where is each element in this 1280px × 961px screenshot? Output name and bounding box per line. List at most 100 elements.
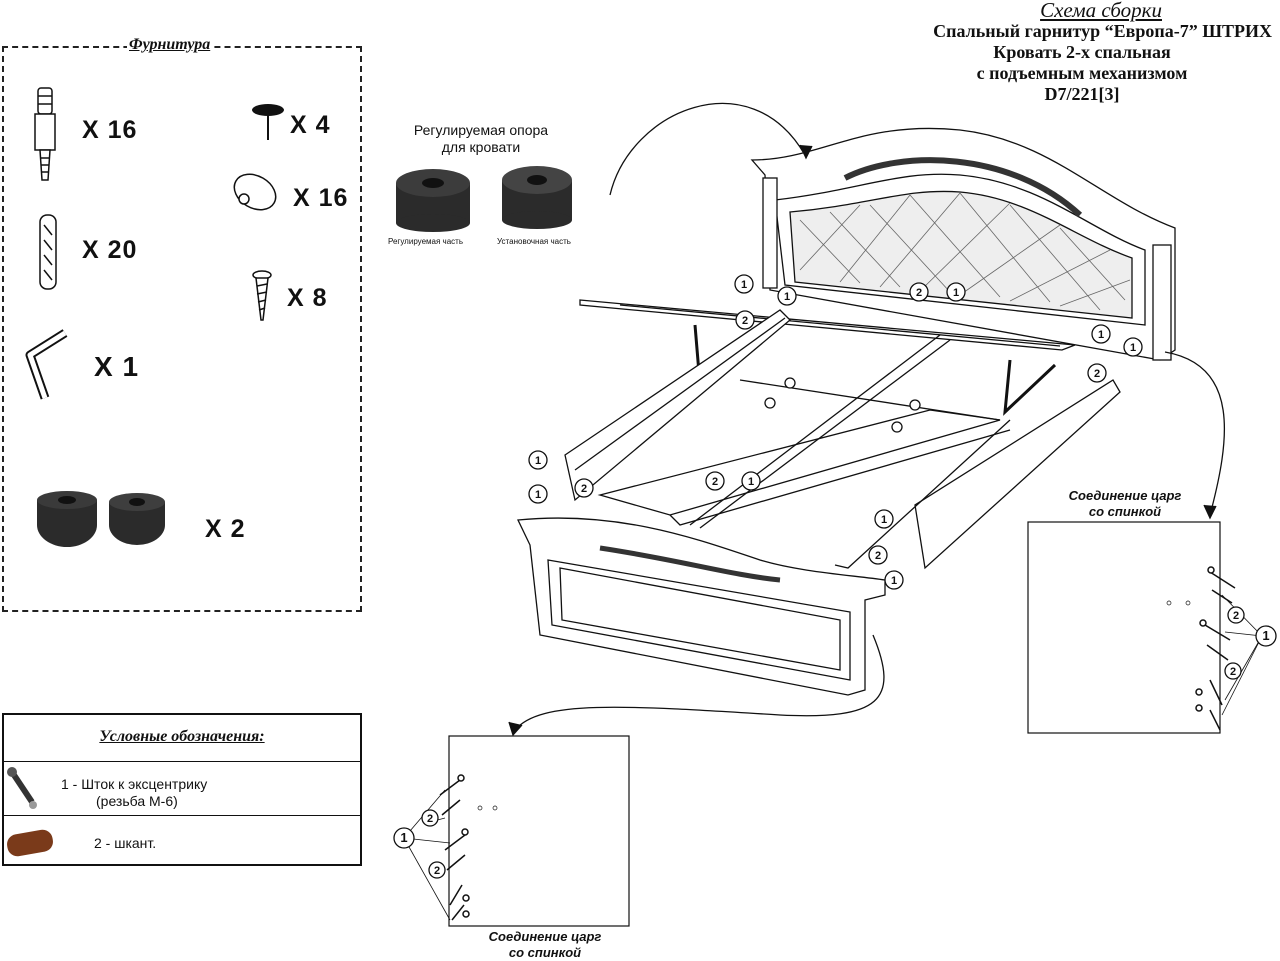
svg-text:2: 2 bbox=[1094, 368, 1100, 380]
right-detail-box bbox=[1027, 521, 1221, 734]
arrow-to-left-detail bbox=[508, 634, 885, 737]
support-heading: Регулируемая опора для кровати bbox=[395, 122, 567, 156]
svg-text:1: 1 bbox=[535, 455, 541, 467]
legend-heading: Условные обозначения: bbox=[4, 715, 360, 762]
callout-marker-1: 1 bbox=[777, 286, 797, 306]
callout-marker-1: 1 bbox=[734, 274, 754, 294]
qty-hex-key: X 1 bbox=[94, 351, 140, 382]
diagram-title: Схема сборки bbox=[1040, 0, 1162, 22]
svg-text:2: 2 bbox=[427, 813, 433, 825]
callout-marker-1: 1 bbox=[1091, 324, 1111, 344]
product-code: D7/221[3] bbox=[1044, 84, 1120, 104]
qty-adjustable-foot: X 2 bbox=[205, 515, 246, 543]
callout-marker-1: 1 bbox=[741, 471, 761, 491]
svg-text:1: 1 bbox=[881, 514, 887, 526]
hex-key-icon-inner bbox=[27, 330, 67, 399]
side-rail-left bbox=[564, 309, 791, 502]
svg-text:1: 1 bbox=[891, 575, 897, 587]
legend-divider bbox=[4, 815, 360, 816]
bed-assembly-drawing bbox=[517, 127, 1176, 696]
callout-marker-1: 1 bbox=[1255, 625, 1277, 647]
callout-marker-2: 2 bbox=[428, 861, 446, 879]
support-adjustable-part-image bbox=[396, 169, 470, 232]
svg-text:1: 1 bbox=[953, 287, 959, 299]
left-detail-box bbox=[448, 735, 630, 927]
arrow-to-headboard bbox=[609, 102, 813, 196]
qty-dowel: X 20 bbox=[82, 236, 138, 264]
left-detail-caption-line2: со спинкой bbox=[508, 945, 582, 960]
svg-text:1: 1 bbox=[741, 279, 747, 291]
legend-item-2: 2 - шкант. bbox=[94, 835, 157, 851]
product-name: Спальный гарнитур “Европа-7” ШТРИХ bbox=[933, 21, 1272, 41]
callout-marker-1: 1 bbox=[1123, 337, 1143, 357]
svg-text:2: 2 bbox=[1233, 610, 1239, 622]
callout-marker-2: 2 bbox=[705, 471, 725, 491]
legend-item-1: 1 - Шток к эксцентрику (резьба М-6) bbox=[61, 776, 207, 810]
callout-marker-1: 1 bbox=[884, 570, 904, 590]
svg-text:1: 1 bbox=[400, 830, 407, 845]
svg-text:2: 2 bbox=[712, 476, 718, 488]
dowel-icon bbox=[39, 214, 57, 290]
support-heading-line1: Регулируемая опора bbox=[413, 122, 549, 138]
left-detail-fasteners bbox=[403, 774, 498, 921]
svg-text:2: 2 bbox=[1230, 666, 1236, 678]
legend-item-1-line2: (резьба М-6) bbox=[96, 793, 178, 809]
svg-text:2: 2 bbox=[916, 287, 922, 299]
callout-marker-2: 2 bbox=[909, 282, 929, 302]
support-mounting-caption: Установочная часть bbox=[497, 237, 571, 246]
product-type: Кровать 2-х спальная bbox=[993, 42, 1171, 62]
callout-marker-1: 1 bbox=[874, 509, 894, 529]
pin-icon bbox=[252, 104, 284, 140]
qty-eccentric-rod: X 16 bbox=[82, 116, 138, 144]
svg-text:1: 1 bbox=[535, 489, 541, 501]
side-rail-right bbox=[914, 379, 1121, 570]
headboard-quilted-panel bbox=[789, 190, 1133, 319]
right-detail-caption: Соединение царг со спинкой bbox=[1050, 488, 1200, 520]
svg-text:1: 1 bbox=[784, 291, 790, 303]
title-block: Схема сборки Спальный гарнитур “Европа-7… bbox=[852, 0, 1272, 105]
product-mechanism: с подъемным механизмом bbox=[976, 63, 1188, 83]
legend-item-1-line1: 1 - Шток к эксцентрику bbox=[61, 776, 208, 792]
callout-marker-2: 2 bbox=[574, 478, 594, 498]
svg-text:1: 1 bbox=[748, 476, 754, 488]
arrow-to-right-detail bbox=[1164, 351, 1225, 520]
svg-text:2: 2 bbox=[742, 315, 748, 327]
left-detail-caption: Соединение царг со спинкой bbox=[470, 929, 620, 961]
support-mounting-part-image bbox=[502, 166, 572, 229]
callout-marker-2: 2 bbox=[1224, 662, 1242, 680]
callout-marker-2: 2 bbox=[735, 310, 755, 330]
qty-pin: X 4 bbox=[290, 111, 331, 139]
svg-text:2: 2 bbox=[434, 865, 440, 877]
callout-marker-2: 2 bbox=[1087, 363, 1107, 383]
left-detail-caption-line1: Соединение царг bbox=[488, 929, 602, 944]
svg-text:1: 1 bbox=[1262, 628, 1269, 643]
adjustable-foot-icon bbox=[37, 491, 165, 547]
right-detail-caption-line2: со спинкой bbox=[1088, 504, 1162, 519]
legend-dowel-icon bbox=[7, 829, 53, 857]
screw-icon bbox=[252, 270, 272, 321]
qty-screw: X 8 bbox=[287, 284, 328, 312]
callout-marker-1: 1 bbox=[528, 484, 548, 504]
svg-text:1: 1 bbox=[1098, 329, 1104, 341]
support-heading-line2: для кровати bbox=[441, 139, 521, 155]
svg-text:1: 1 bbox=[1130, 342, 1136, 354]
callout-marker-2: 2 bbox=[1227, 606, 1245, 624]
legend-rod-icon bbox=[7, 767, 37, 809]
legend-heading-text: Условные обозначения: bbox=[99, 728, 265, 745]
qty-cap: X 16 bbox=[293, 184, 349, 212]
callout-marker-1: 1 bbox=[946, 282, 966, 302]
callout-marker-1: 1 bbox=[528, 450, 548, 470]
callout-marker-2: 2 bbox=[868, 545, 888, 565]
svg-text:2: 2 bbox=[875, 550, 881, 562]
svg-text:2: 2 bbox=[581, 483, 587, 495]
legend-box: Условные обозначения: 1 - Шток к эксцент… bbox=[2, 713, 362, 866]
cap-icon bbox=[233, 173, 277, 211]
callout-marker-1: 1 bbox=[393, 827, 415, 849]
right-detail-fasteners bbox=[1166, 566, 1263, 731]
eccentric-rod-icon bbox=[34, 87, 56, 181]
hardware-heading: Фурнитура bbox=[127, 36, 213, 54]
right-detail-caption-line1: Соединение царг bbox=[1068, 488, 1182, 503]
support-adjustable-caption: Регулируемая часть bbox=[388, 237, 463, 246]
callout-marker-2: 2 bbox=[421, 809, 439, 827]
